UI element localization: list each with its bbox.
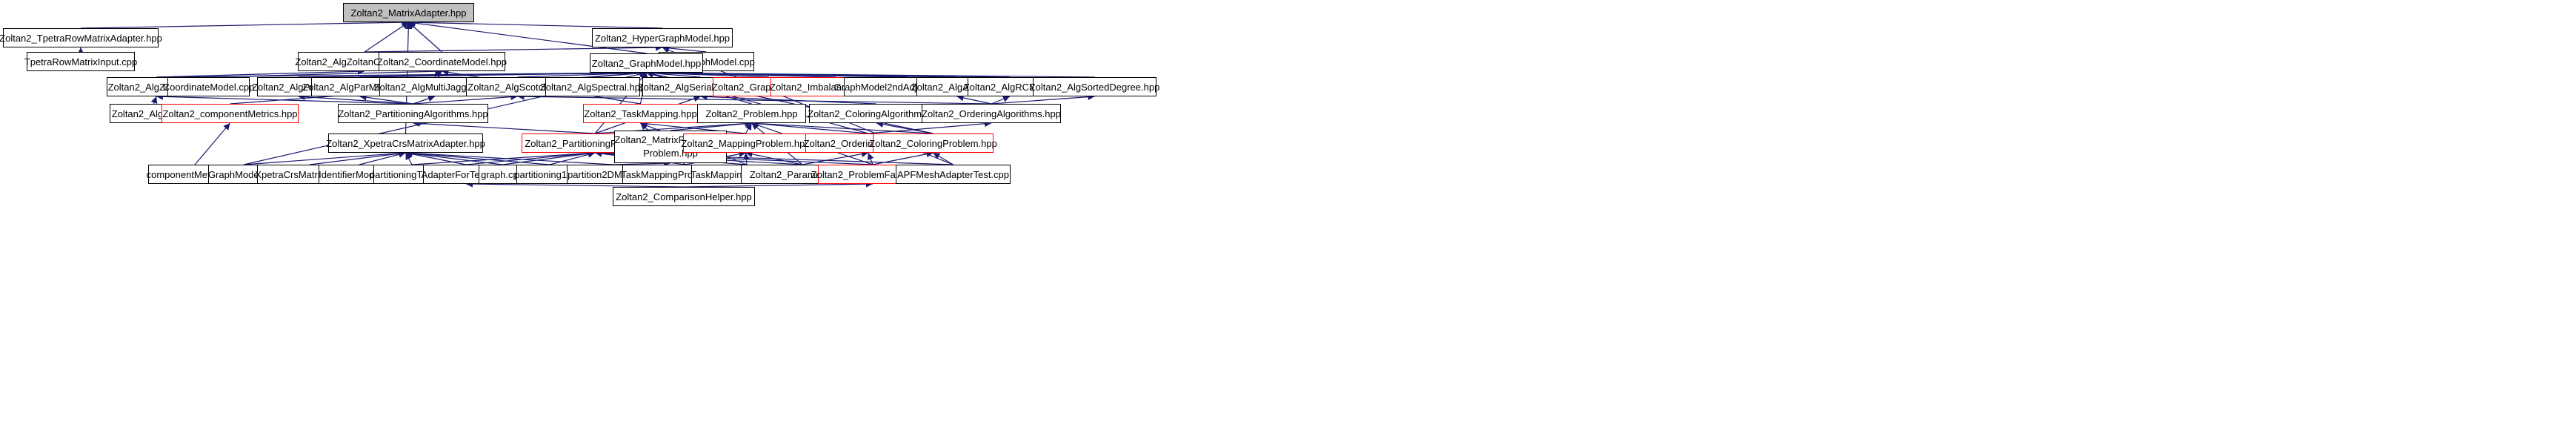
edge-taskmappingsimulate-to-mappingproblem	[742, 152, 750, 165]
edge-hypergraphmodel-to-matrixadapter	[408, 19, 663, 29]
node-comparisonhelper[interactable]: Zoltan2_ComparisonHelper.hpp	[613, 187, 755, 206]
edge-coordinatemodel-to-matrixadapter	[408, 22, 442, 53]
edge-partitioningalgorithms-to-algmultijagged	[413, 95, 436, 105]
edge-partitioningalgorithms-to-algparmetis	[359, 93, 413, 105]
edge-graphmodelcpp-to-xpetracrsmatrixadapter	[243, 150, 406, 165]
edge-partitioningtree-to-partitioningproblem	[411, 150, 596, 165]
node-taskmapping[interactable]: Zoltan2_TaskMapping.hpp	[583, 104, 698, 123]
edge-problemfactory-to-orderingproblem	[867, 152, 874, 165]
edge-componentmetricscpp-to-componentmetrics	[194, 122, 230, 165]
edge-orderingproblem-to-orderingalgorithms	[868, 120, 992, 134]
node-partitioningalgorithms[interactable]: Zoltan2_PartitioningAlgorithms.hpp	[338, 104, 488, 123]
edge-coloringproblem-to-coloringalgorithms	[876, 121, 933, 134]
edge-parameters-to-orderingproblem	[802, 151, 869, 165]
node-coloringalgorithms[interactable]: Zoltan2_ColoringAlgorithms.hpp	[808, 104, 945, 123]
edge-matrixpartitioningproblem-to-problem	[670, 120, 752, 131]
edge-coloringproblem-to-problem	[751, 120, 933, 134]
edge-algparmetis-to-graphmodel	[359, 69, 647, 78]
edge-orderingalgorithms-to-algrcm	[991, 96, 1011, 105]
node-mappingproblem[interactable]: Zoltan2_MappingProblem.hpp	[681, 134, 811, 153]
edge-partitioning1-to-partitioningproblem	[549, 151, 596, 165]
node-coloringproblem[interactable]: Zoltan2_ColoringProblem.hpp	[869, 134, 997, 153]
edge-coloringalgorithms-to-algserialgreedy	[700, 93, 877, 105]
edge-partitioningproblem-to-partitioningalgorithms	[413, 120, 596, 134]
node-algsorteddegree[interactable]: Zoltan2_AlgSortedDegree.hpp	[1030, 77, 1159, 96]
node-coordinatemodel[interactable]: Zoltan2_CoordinateModel.hpp	[377, 52, 507, 71]
edge-partitioningtree-to-xpetracrsmatrixadapter	[405, 152, 413, 165]
edge-algzoltan-to-algzoltancallbacks	[156, 67, 365, 78]
node-orderingalgorithms[interactable]: Zoltan2_OrderingAlgorithms.hpp	[922, 104, 1061, 123]
edge-algscotch-to-graphmodel	[517, 69, 647, 78]
edge-xpetracrsmatrixinput-to-xpetracrsmatrixadapter	[309, 150, 406, 165]
edge-orderingalgorithms-to-algscotch	[517, 93, 992, 105]
edge-partitioningalgorithms-to-algscotch	[413, 93, 518, 105]
node-tpetrarowmatrixinput[interactable]: TpetraRowMatrixInput.cpp	[24, 52, 137, 71]
edge-partitioningalgorithms-to-algpulp	[298, 93, 413, 105]
edge-tpetrarowmatrixadapter-to-matrixadapter	[80, 19, 409, 29]
edge-partitioning1-to-xpetracrsmatrixadapter	[405, 150, 550, 165]
edge-parameters-to-mappingproblem	[745, 151, 803, 165]
edge-apfmeshadaptertest-to-coloringproblem	[933, 152, 953, 165]
node-graphmodel[interactable]: Zoltan2_GraphModel.hpp	[590, 53, 703, 73]
edge-partitioningalgorithms-to-algzoltan	[156, 93, 413, 105]
edge-orderingalgorithms-to-algamd	[956, 94, 992, 105]
node-apfmeshadaptertest[interactable]: APFMeshAdapterTest.cpp	[896, 165, 1011, 184]
edge-mappingproblem-to-problem	[745, 122, 753, 134]
node-coordinatemodelcpp[interactable]: CoordinateModel.cpp	[163, 77, 254, 96]
edge-adapterfortests-to-partitioningproblem	[465, 150, 596, 165]
edge-comparisonhelper-to-adapterfortests	[465, 180, 685, 188]
node-tpetrarowmatrixadapter[interactable]: Zoltan2_TpetraRowMatrixAdapter.hpp	[0, 28, 162, 47]
edge-partition2dmatrix-to-matrixpartitioningproblem	[613, 159, 671, 167]
edge-graphcpp-to-partitioningproblem	[502, 150, 596, 165]
node-algspectral[interactable]: Zoltan2_AlgSpectral.hpp	[540, 77, 645, 96]
node-problem[interactable]: Zoltan2_Problem.hpp	[697, 104, 806, 123]
edge-comparisonhelper-to-problemfactory	[683, 180, 873, 188]
edge-algnd-to-algzoltan	[150, 96, 158, 105]
node-matrixadapter[interactable]: Zoltan2_MatrixAdapter.hpp	[343, 3, 474, 22]
edge-algzoltancallbacks-to-hypergraphmodel	[364, 44, 663, 53]
node-xpetracrsmatrixadapter[interactable]: Zoltan2_XpetraCrsMatrixAdapter.hpp	[326, 134, 485, 153]
node-hypergraphmodel[interactable]: Zoltan2_HyperGraphModel.hpp	[592, 28, 733, 47]
edge-adapterfortests-to-xpetracrsmatrixadapter	[405, 151, 467, 165]
edge-orderingproblem-to-problem	[751, 120, 869, 134]
edge-algsorteddegree-to-graphmodel	[646, 69, 1095, 78]
edge-problemfactory-to-coloringproblem	[872, 151, 933, 165]
edge-algzoltancallbacks-to-matrixadapter	[364, 22, 409, 53]
node-componentmetrics[interactable]: Zoltan2_componentMetrics.hpp	[162, 104, 299, 123]
edge-orderingalgorithms-to-algsorteddegree	[991, 93, 1095, 105]
edge-identifiermodel-to-xpetracrsmatrixadapter	[359, 151, 406, 165]
